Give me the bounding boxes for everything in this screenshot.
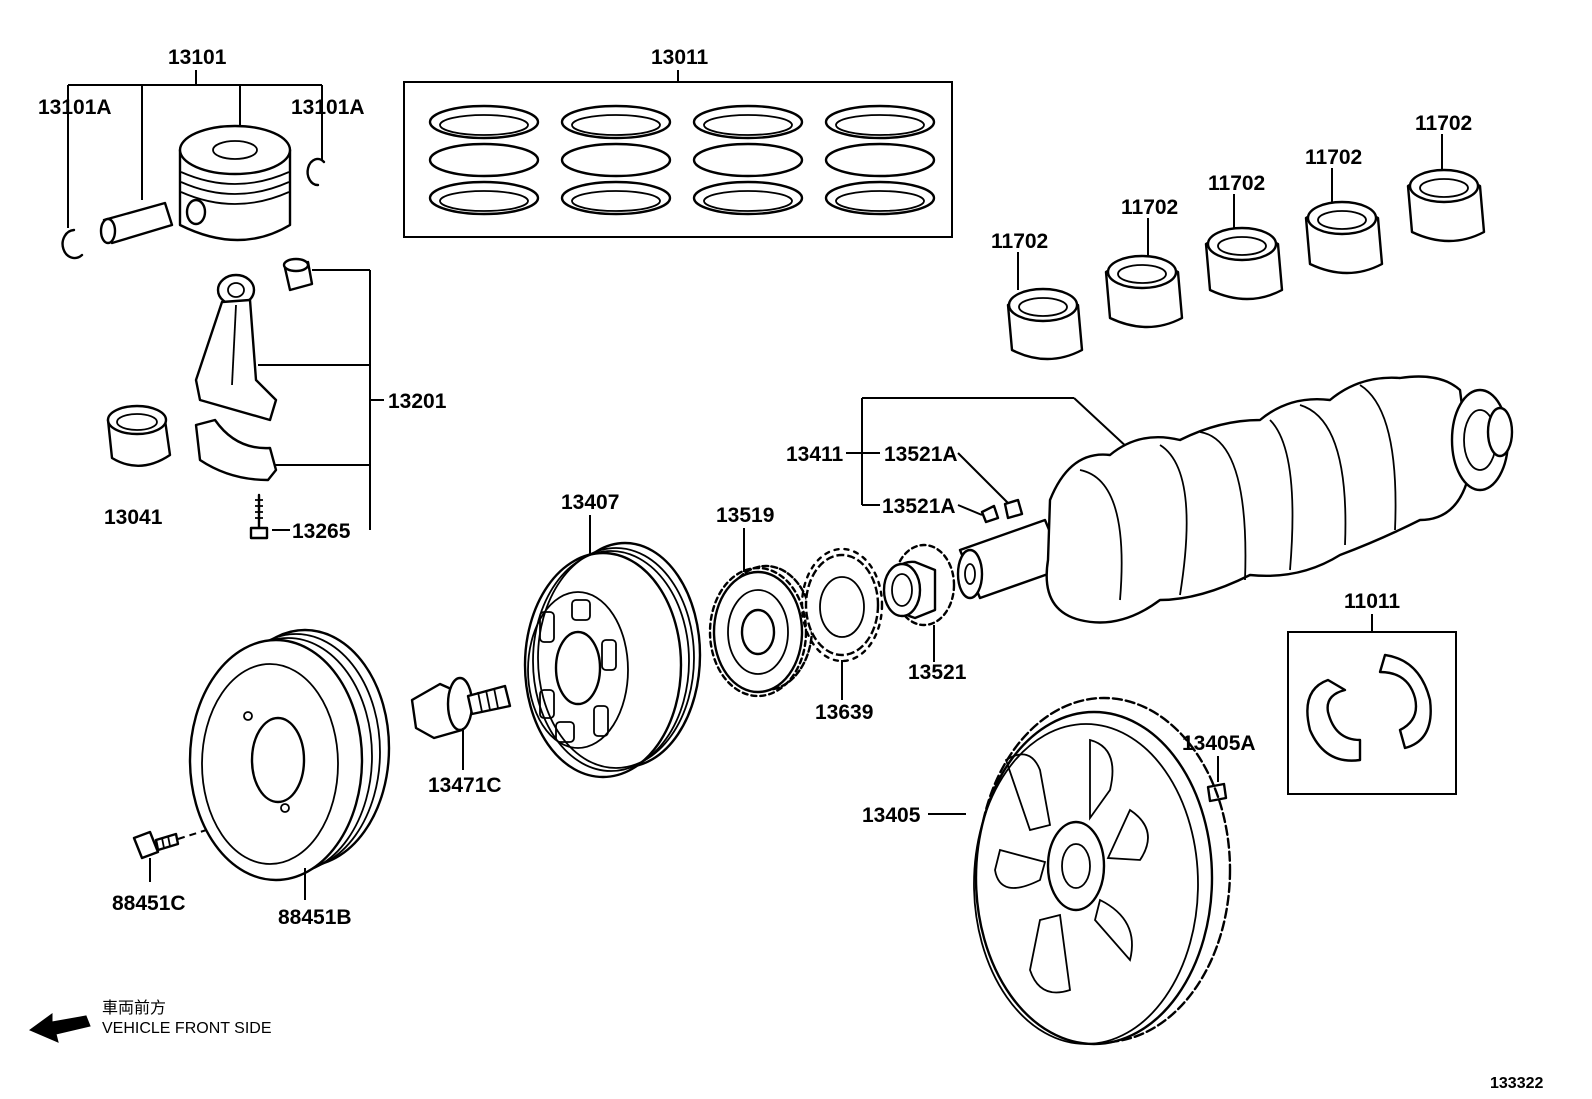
label-11702-1: 11702 — [991, 230, 1048, 253]
timing-gear-13519[interactable] — [708, 528, 814, 698]
label-11702-4: 11702 — [1305, 146, 1362, 169]
label-13405A: 13405A — [1182, 732, 1256, 755]
thrust-washers[interactable] — [1287, 614, 1457, 795]
label-88451B: 88451B — [278, 906, 352, 929]
crank-pulley-88451B[interactable] — [188, 628, 391, 900]
label-11702-5: 11702 — [1415, 112, 1472, 135]
piston-assembly[interactable] — [61, 70, 326, 260]
piston-ring-set[interactable] — [403, 70, 953, 238]
bearing-3 — [1204, 194, 1284, 301]
label-13101A-right: 13101A — [291, 96, 365, 119]
label-13041: 13041 — [104, 506, 163, 529]
label-13011: 13011 — [651, 46, 709, 69]
label-13101A-left: 13101A — [38, 96, 112, 119]
label-11702-2: 11702 — [1121, 196, 1178, 219]
bearing-5 — [1406, 134, 1486, 243]
label-11702-3: 11702 — [1208, 172, 1265, 195]
ring-group-4 — [824, 104, 936, 216]
label-13407: 13407 — [561, 491, 619, 514]
label-13519: 13519 — [716, 504, 774, 527]
connecting-rod-assembly[interactable] — [106, 257, 384, 540]
label-11011: 11011 — [1344, 590, 1400, 613]
main-bearings[interactable] — [1006, 134, 1486, 361]
ring-group-3 — [692, 104, 804, 216]
label-13101: 13101 — [168, 46, 227, 69]
ring-group-1 — [428, 104, 540, 216]
label-13405: 13405 — [862, 804, 921, 827]
label-88451C: 88451C — [112, 892, 186, 915]
pulley-bolt-13471C[interactable] — [410, 676, 512, 770]
arrow-left-icon — [28, 1013, 91, 1043]
label-13471C: 13471C — [428, 774, 502, 797]
direction-japanese: 車両前方 — [102, 998, 166, 1017]
drive-plate-13405[interactable] — [928, 696, 1232, 1046]
direction-english: VEHICLE FRONT SIDE — [102, 1020, 272, 1037]
sprocket-13521[interactable] — [882, 543, 956, 662]
crank-pulley-13407[interactable] — [523, 515, 702, 779]
figure-number: 133322 — [1490, 1075, 1543, 1092]
bearing-4 — [1304, 168, 1384, 275]
label-13521A-top: 13521A — [884, 443, 958, 466]
label-13521A-bottom: 13521A — [882, 495, 956, 518]
bearing-2 — [1104, 218, 1184, 329]
label-13639: 13639 — [815, 701, 873, 724]
bearing-1 — [1006, 252, 1084, 361]
label-13265: 13265 — [292, 520, 351, 543]
label-13411: 13411 — [786, 443, 844, 466]
label-13521: 13521 — [908, 661, 967, 684]
crankshaft[interactable] — [846, 375, 1514, 624]
label-13201: 13201 — [388, 390, 447, 413]
sprocket-13639[interactable] — [800, 547, 884, 700]
direction-indicator: 車両前方 VEHICLE FRONT SIDE — [28, 998, 272, 1043]
ring-group-2 — [560, 104, 672, 216]
